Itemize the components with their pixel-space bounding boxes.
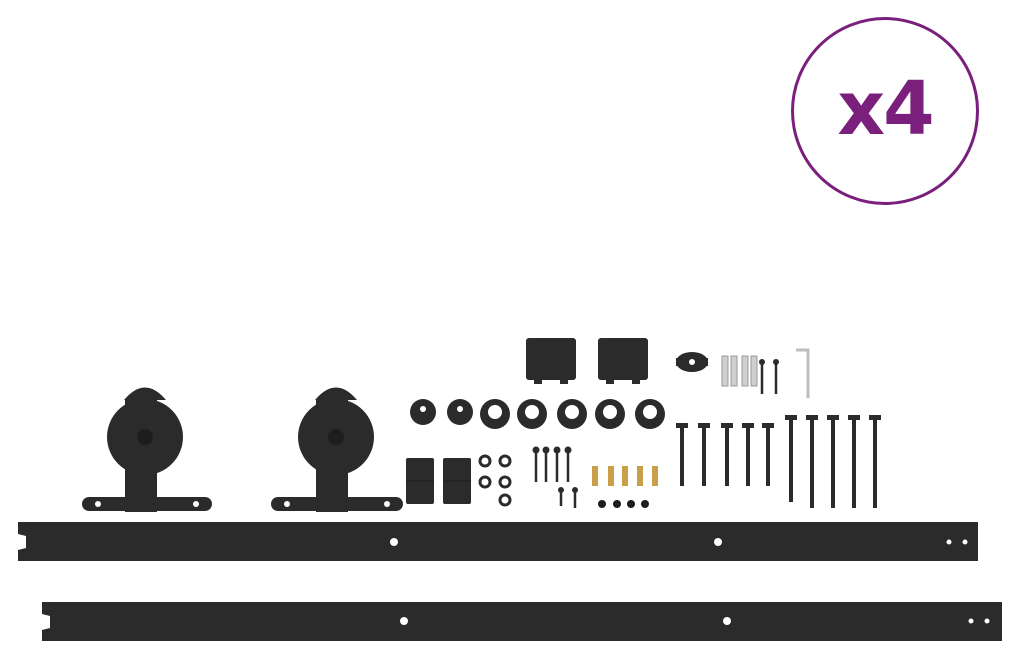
rail-icon [18,522,978,561]
door-stopper-icon [598,338,648,384]
wheel-stopper-icon [410,399,665,429]
anchor-icon [721,355,758,387]
roller-hanger-icon [82,387,212,512]
brass-insert-icon [592,466,658,486]
screw-icon [760,363,778,394]
door-stopper-icon [526,338,576,384]
spacer-icon [406,458,471,504]
bolt-icon [680,428,770,486]
quantity-badge: x4 [791,17,979,205]
bracket-icon [676,352,708,372]
quantity-label: x4 [837,66,934,152]
allen-key-icon [796,348,810,398]
screw-icon [534,452,577,508]
rail-icon [42,602,1002,641]
nut-icon [598,500,649,508]
washer-icon [478,454,512,507]
lag-screw-icon [789,420,877,508]
roller-hanger-icon [271,387,403,512]
